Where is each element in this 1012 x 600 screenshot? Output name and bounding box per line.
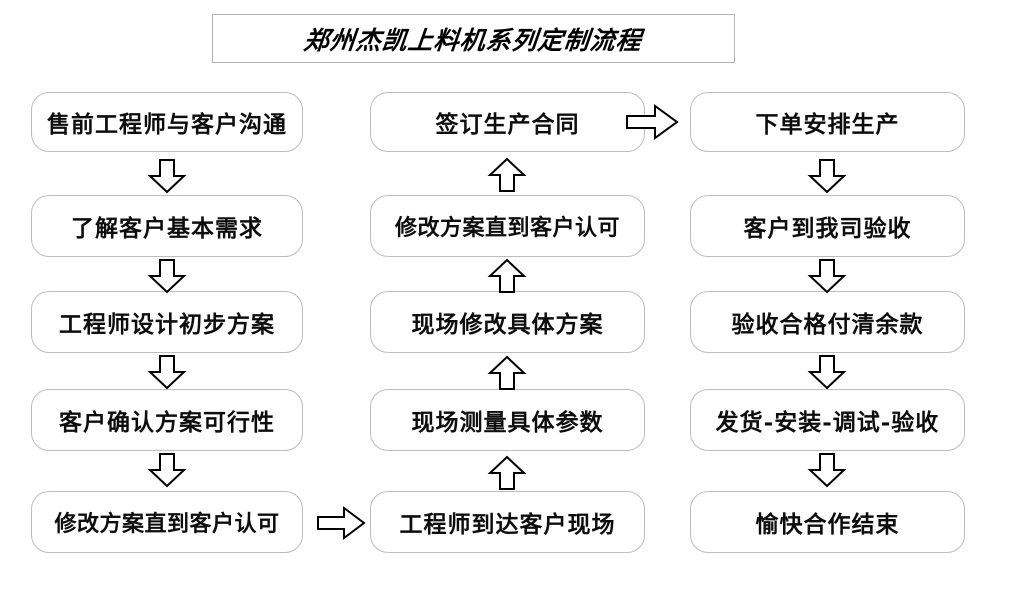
node-right-4[interactable]: 发货-安装-调试-验收 [690, 389, 965, 451]
arrow-down-icon [805, 354, 849, 390]
arrow-down-icon [805, 158, 849, 194]
node-left-3-label: 工程师设计初步方案 [59, 311, 275, 338]
arrow-down-icon [145, 158, 189, 194]
node-left-3[interactable]: 工程师设计初步方案 [31, 291, 303, 353]
node-right-3-label: 验收合格付清余款 [731, 311, 924, 338]
node-right-4-label: 发货-安装-调试-验收 [715, 409, 940, 436]
node-middle-4[interactable]: 现场测量具体参数 [370, 389, 645, 451]
node-middle-5-label: 工程师到达客户现场 [399, 511, 616, 538]
arrow-down-icon [145, 258, 189, 294]
node-middle-5[interactable]: 工程师到达客户现场 [370, 491, 645, 553]
arrow-right-icon [625, 103, 681, 141]
chart-title: 郑州杰凯上料机系列定制流程 [302, 25, 644, 55]
node-left-2-label: 了解客户基本需求 [71, 215, 263, 242]
chart-title-box: 郑州杰凯上料机系列定制流程 [212, 14, 735, 63]
node-left-1[interactable]: 售前工程师与客户沟通 [31, 92, 303, 152]
arrow-up-icon [485, 455, 529, 491]
node-right-5-label: 愉快合作结束 [755, 511, 900, 538]
node-middle-3[interactable]: 现场修改具体方案 [370, 291, 645, 353]
node-right-1[interactable]: 下单安排生产 [690, 92, 965, 152]
node-left-5[interactable]: 修改方案直到客户认可 [31, 491, 303, 553]
node-right-2[interactable]: 客户到我司验收 [690, 195, 965, 257]
node-right-2-label: 客户到我司验收 [743, 215, 912, 242]
arrow-up-icon [485, 258, 529, 294]
node-right-5[interactable]: 愉快合作结束 [690, 491, 965, 553]
node-right-3[interactable]: 验收合格付清余款 [690, 291, 965, 353]
node-middle-4-label: 现场测量具体参数 [411, 409, 604, 436]
node-middle-1[interactable]: 签订生产合同 [370, 92, 645, 152]
node-left-2[interactable]: 了解客户基本需求 [31, 195, 303, 257]
arrow-down-icon [805, 452, 849, 488]
node-middle-2-label: 修改方案直到客户认可 [394, 215, 620, 241]
arrow-up-icon [485, 355, 529, 391]
node-middle-3-label: 现场修改具体方案 [411, 311, 604, 338]
arrow-down-icon [145, 452, 189, 488]
arrow-down-icon [805, 258, 849, 294]
node-left-4-label: 客户确认方案可行性 [59, 409, 275, 436]
node-middle-1-label: 签订生产合同 [435, 111, 580, 138]
arrow-right-icon [316, 505, 368, 541]
node-middle-2[interactable]: 修改方案直到客户认可 [370, 195, 645, 257]
node-right-1-label: 下单安排生产 [755, 111, 900, 138]
arrow-down-icon [145, 354, 189, 390]
node-left-5-label: 修改方案直到客户认可 [54, 511, 280, 537]
node-left-4[interactable]: 客户确认方案可行性 [31, 389, 303, 451]
arrow-up-icon [485, 157, 529, 193]
node-left-1-label: 售前工程师与客户沟通 [47, 111, 287, 138]
